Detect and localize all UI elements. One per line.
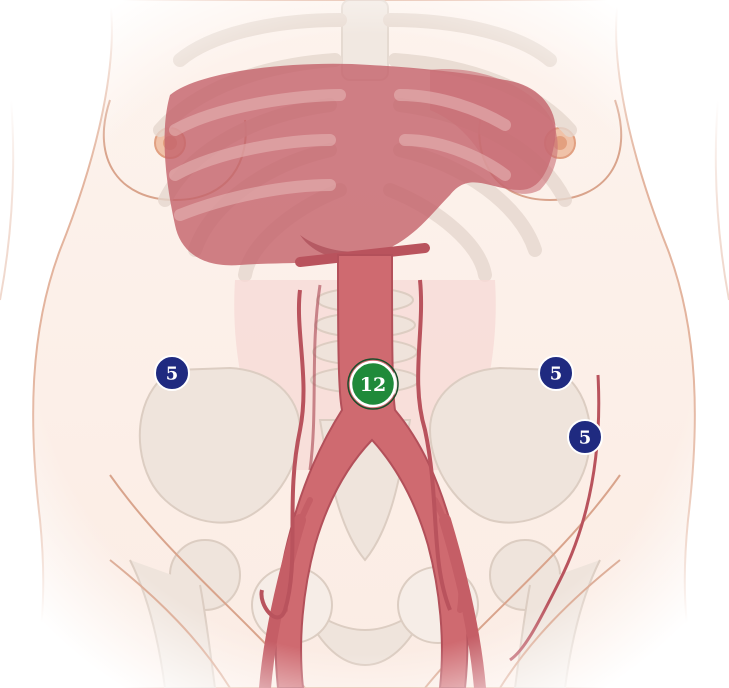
port-right-lower-label: 5 xyxy=(579,428,592,449)
port-left-flank[interactable]: 5 xyxy=(155,356,189,390)
port-umbilical[interactable]: 12 xyxy=(348,359,398,409)
port-right-upper-label: 5 xyxy=(550,364,563,385)
port-left-flank-label: 5 xyxy=(166,364,179,385)
port-right-lower[interactable]: 5 xyxy=(568,420,602,454)
port-right-upper[interactable]: 5 xyxy=(539,356,573,390)
port-umbilical-label: 12 xyxy=(360,374,386,396)
